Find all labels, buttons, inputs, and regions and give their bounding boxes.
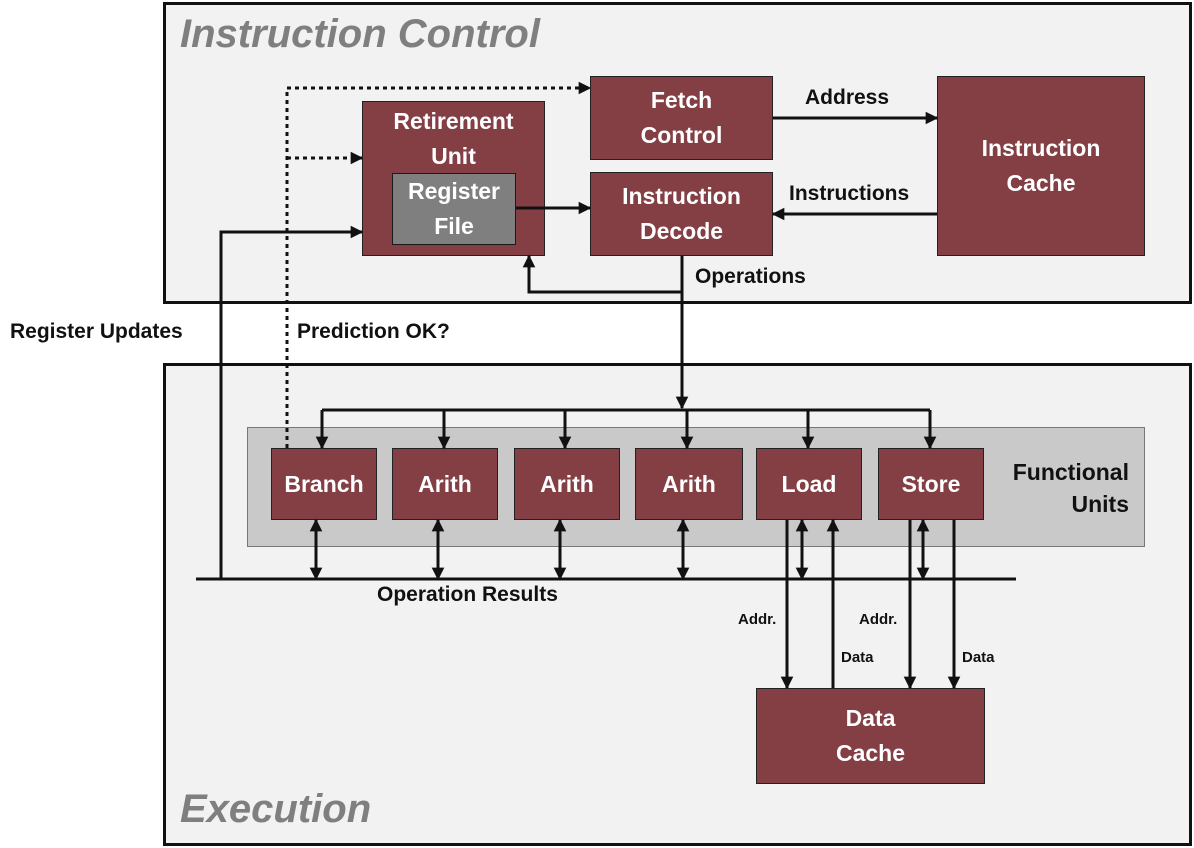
- load-addr-label: Addr.: [738, 611, 777, 628]
- operations-label: Operations: [695, 265, 806, 288]
- instruction-control-title: Instruction Control: [180, 12, 540, 56]
- operation-results-label: Operation Results: [377, 583, 558, 606]
- register-updates-label: Register Updates: [10, 320, 183, 343]
- functional-unit-arith-2: Arith: [514, 448, 620, 520]
- functional-unit-label: Store: [901, 470, 961, 497]
- functional-unit-label: Arith: [662, 470, 716, 497]
- register-file-box: Register File: [392, 173, 516, 245]
- instruction-decode-label: Instruction Decode: [622, 183, 741, 244]
- functional-unit-branch: Branch: [271, 448, 377, 520]
- address-label: Address: [805, 86, 890, 109]
- store-data-label: Data: [962, 649, 995, 666]
- register-file-label: Register File: [407, 178, 501, 239]
- functional-unit-label: Load: [781, 470, 837, 497]
- functional-unit-label: Arith: [540, 470, 594, 497]
- retirement-unit-label: Retirement Unit: [393, 108, 514, 169]
- load-data-label: Data: [841, 649, 874, 666]
- data-cache-box: Data Cache: [756, 688, 985, 784]
- fetch-control-box: Fetch Control: [590, 76, 773, 160]
- functional-unit-label: Arith: [418, 470, 472, 497]
- prediction-ok-label: Prediction OK?: [297, 320, 450, 343]
- functional-unit-store: Store: [878, 448, 984, 520]
- instructions-label: Instructions: [789, 182, 910, 205]
- data-cache-label: Data Cache: [835, 705, 906, 766]
- instruction-decode-box: Instruction Decode: [590, 172, 773, 256]
- store-addr-label: Addr.: [859, 611, 898, 628]
- functional-units-label-text: Functional Units: [1012, 459, 1129, 517]
- functional-units-label: Functional Units: [995, 456, 1129, 520]
- instruction-cache-box: Instruction Cache: [937, 76, 1145, 256]
- functional-unit-arith-1: Arith: [392, 448, 498, 520]
- execution-title: Execution: [180, 787, 372, 831]
- functional-unit-arith-3: Arith: [635, 448, 743, 520]
- register-updates-arrow: [219, 225, 364, 579]
- functional-unit-label: Branch: [284, 470, 364, 497]
- fetch-control-label: Fetch Control: [640, 87, 723, 148]
- operations-to-retirement-arrow: [522, 254, 684, 294]
- instruction-cache-label: Instruction Cache: [981, 135, 1101, 196]
- prediction-ok-dotted-line: [285, 81, 592, 448]
